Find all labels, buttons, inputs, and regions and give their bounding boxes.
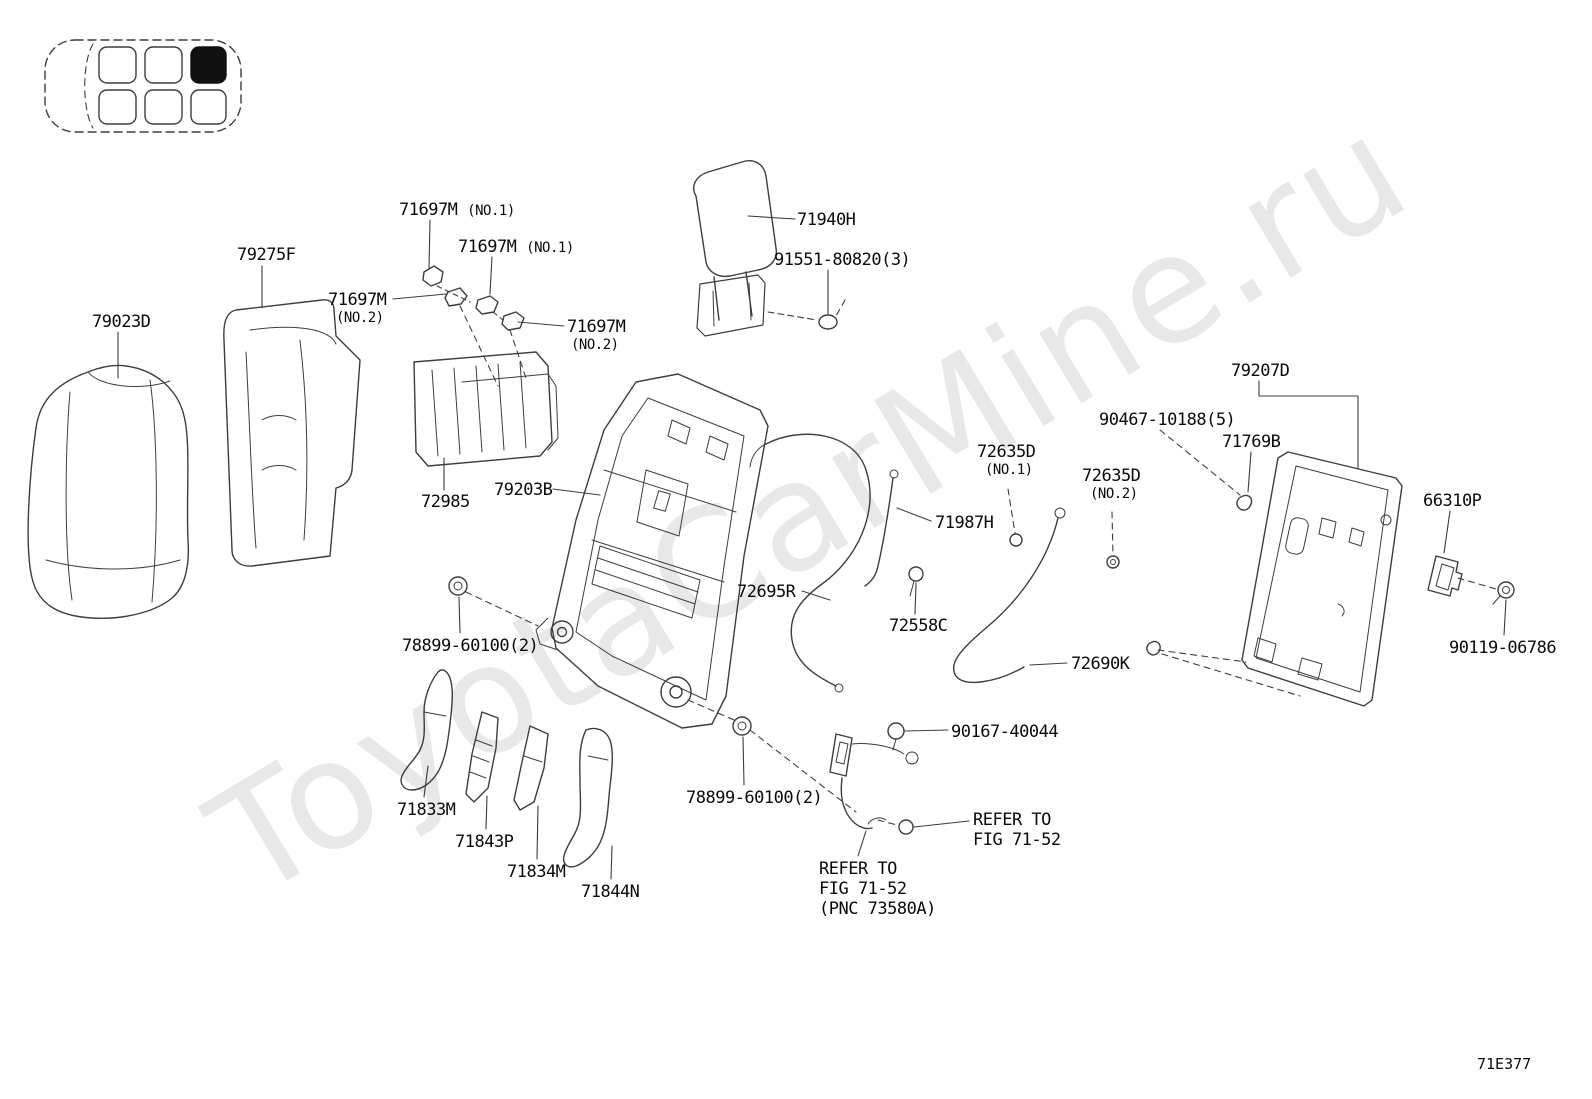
- part-label-90167-40044: 90167-40044: [951, 722, 1059, 742]
- assembly-dashed-lines: [459, 299, 1497, 826]
- part-label-78899-60100-bottom: 78899-60100(2): [686, 788, 823, 808]
- headrest-71940H: [692, 160, 838, 337]
- part-label-71769B: 71769B: [1222, 432, 1281, 452]
- vehicle-position-inset: [44, 39, 242, 133]
- part-label-79023D: 79023D: [92, 312, 151, 332]
- seatback-cover-79023D: [27, 364, 190, 619]
- part-label-72985: 72985: [421, 492, 470, 512]
- part-label-91551-80820: 91551-80820(3): [774, 250, 911, 270]
- part-label-71697M-no2-b: 71697M (NO.2): [567, 317, 626, 354]
- part-label-72558C: 72558C: [889, 616, 948, 636]
- part-label-71697M-no1-a: 71697M (NO.1): [399, 200, 515, 220]
- diagram-code: 71E377: [1477, 1055, 1532, 1073]
- seatback-board-79275F: [223, 299, 361, 567]
- seat-frame-79203B: [535, 373, 769, 729]
- part-label-72635D-no2: 72635D (NO.2): [1082, 466, 1141, 503]
- bolt-78899-bottom: [732, 716, 752, 736]
- release-cable-72695R: [749, 433, 871, 693]
- part-label-78899-60100-left: 78899-60100(2): [402, 636, 539, 656]
- bolt-90119: [1492, 581, 1515, 605]
- leader-lines: [117, 215, 1507, 880]
- bolt-90167: [887, 722, 905, 751]
- belt-buckle-assembly: [829, 733, 919, 835]
- part-label-71843P: 71843P: [455, 832, 514, 852]
- refer-note-bottom: REFER TO FIG 71-52 (PNC 73580A): [819, 859, 936, 920]
- trim-71834M: [513, 725, 549, 811]
- clip-90467: [1146, 640, 1161, 656]
- striker-66310P: [1427, 555, 1463, 597]
- part-label-71833M: 71833M: [397, 800, 456, 820]
- part-label-90467-10188: 90467-10188(5): [1099, 410, 1236, 430]
- part-label-71844N: 71844N: [581, 882, 640, 902]
- bolt-78899-left: [448, 576, 468, 596]
- refer-note-right: REFER TO FIG 71-52: [973, 810, 1061, 851]
- part-label-72635D-no1: 72635D (NO.1): [977, 442, 1036, 479]
- cable-72690K: [952, 507, 1066, 684]
- part-label-66310P: 66310P: [1423, 491, 1482, 511]
- part-label-72690K: 72690K: [1071, 654, 1130, 674]
- part-label-79203B: 79203B: [494, 480, 553, 500]
- screw-72558C: [908, 566, 924, 597]
- clip-72635D-no1: [1009, 533, 1023, 547]
- part-label-71834M: 71834M: [507, 862, 566, 882]
- part-label-90119-06786: 90119-06786: [1449, 638, 1557, 658]
- part-label-71987H: 71987H: [935, 513, 994, 533]
- part-label-71940H: 71940H: [797, 210, 856, 230]
- trim-71844N: [562, 727, 613, 868]
- back-panel-79207D: [1241, 451, 1403, 707]
- rod-71987H: [864, 469, 899, 587]
- hinge-panel-72985: [413, 351, 559, 467]
- part-label-71697M-no1-b: 71697M (NO.1): [458, 237, 574, 257]
- trim-71843P: [465, 711, 499, 803]
- hinge-brackets-71697M: [422, 265, 525, 331]
- trim-71833M: [400, 669, 453, 791]
- part-label-79207D: 79207D: [1231, 361, 1290, 381]
- part-label-79275F: 79275F: [237, 245, 296, 265]
- clip-71769B: [1236, 494, 1253, 511]
- part-label-71697M-no2-a: 71697M (NO.2): [328, 290, 387, 327]
- clip-72635D-no2: [1106, 555, 1120, 569]
- part-label-72695R: 72695R: [737, 582, 796, 602]
